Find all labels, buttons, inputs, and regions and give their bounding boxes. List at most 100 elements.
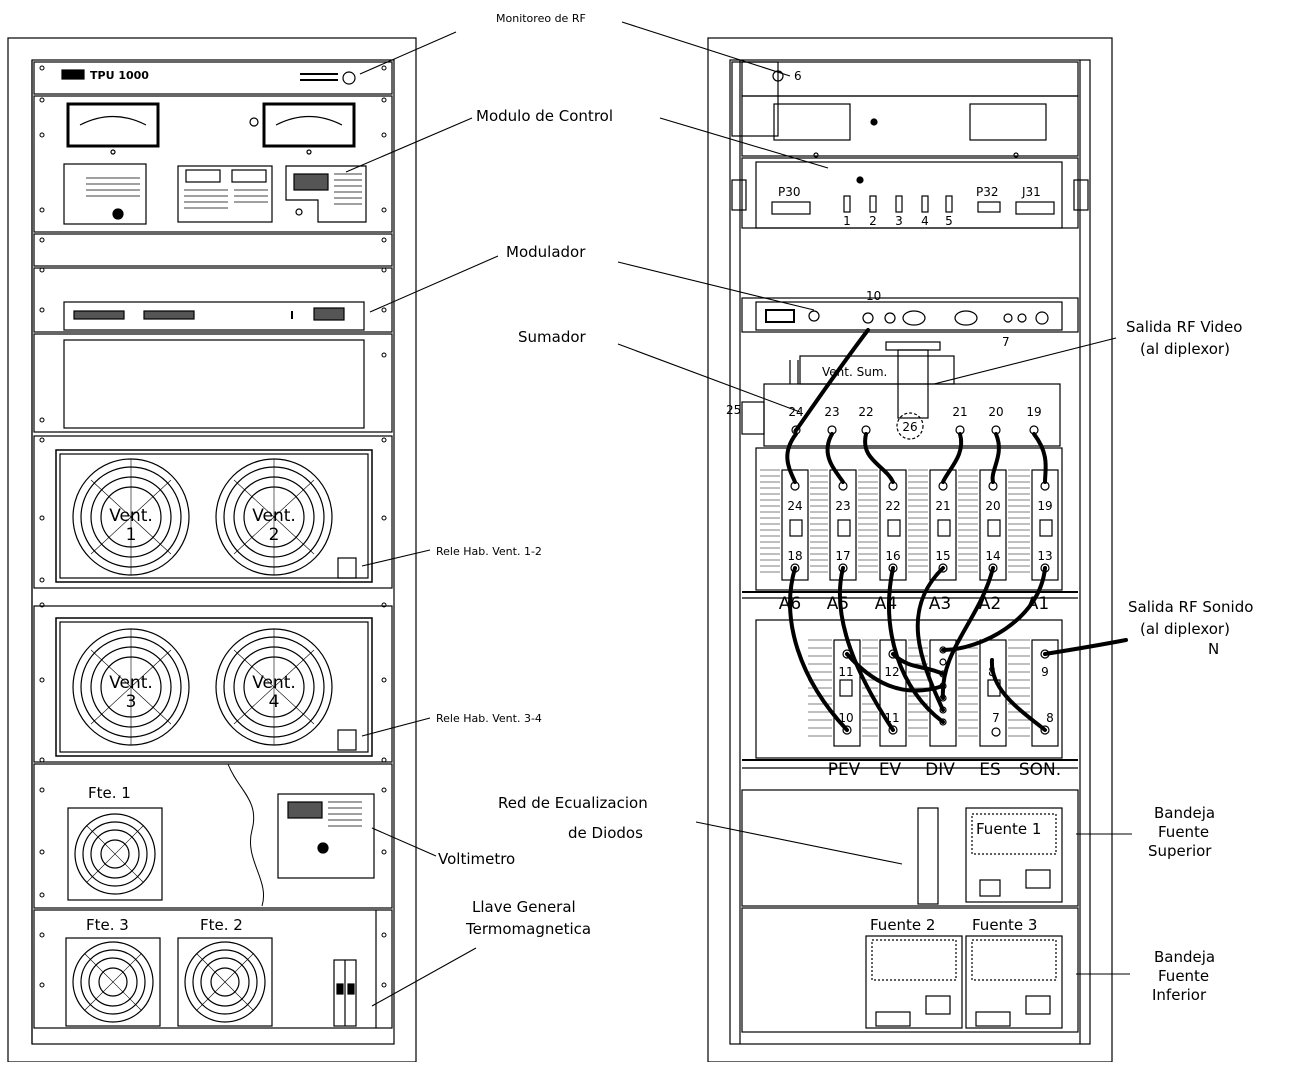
- combiner-port-20: 20: [988, 405, 1003, 419]
- psu-1-label: Fte. 1: [88, 784, 131, 802]
- low-name-ev: EV: [879, 760, 902, 780]
- leader-lines: [345, 21, 1132, 1007]
- callout-rf-monitor: Monitoreo de RF: [496, 12, 586, 25]
- psu-3-label: Fte. 3: [86, 916, 129, 934]
- amp-bottom-16: 16: [885, 549, 900, 563]
- callouts: Monitoreo de RF Modulo de Control Modula…: [436, 12, 1253, 1004]
- fan-1-label: Vent.: [109, 506, 153, 526]
- fan-1-number: 1: [126, 525, 137, 545]
- port-25-label: 25: [726, 403, 741, 417]
- transmitter-logo: TPU 1000: [90, 69, 149, 82]
- low-bottom-7: 7: [992, 711, 1000, 725]
- amp-top-21: 21: [935, 499, 950, 513]
- callout-rf-sound-1: Salida RF Sonido: [1128, 598, 1253, 616]
- psu-2-fan: [177, 937, 273, 1027]
- callout-rf-sound-3: N: [1208, 640, 1219, 658]
- slot-4: 4: [921, 214, 929, 228]
- amp-top-22: 22: [885, 499, 900, 513]
- callout-psu-lower-2: Fuente: [1158, 967, 1209, 985]
- fan-2-number: 2: [269, 525, 280, 545]
- callout-psu-lower-1: Bandeja: [1154, 948, 1215, 966]
- low-top-11: 11: [838, 665, 853, 679]
- callout-combiner: Sumador: [518, 328, 587, 346]
- port-26-label: 26: [902, 420, 917, 434]
- callout-breaker-2: Termomagnetica: [465, 920, 591, 938]
- amp-name-a1: A1: [1027, 594, 1049, 614]
- low-bottom-10: 10: [838, 711, 853, 725]
- low-top-9: 9: [1041, 665, 1049, 679]
- fan-3-number: 3: [126, 692, 137, 712]
- low-name-pev: PEV: [828, 760, 861, 780]
- callout-rf-video-1: Salida RF Video: [1126, 318, 1242, 336]
- combiner-port-23: 23: [824, 405, 839, 419]
- rear-cabinet: 6 P30 1 2 3 4 5 P32 J31 10: [707, 37, 1128, 1063]
- amp-name-a5: A5: [827, 594, 849, 614]
- psu-2-label: Fte. 2: [200, 916, 243, 934]
- rear-psu-3-label: Fuente 3: [972, 916, 1037, 934]
- combiner-port-24: 24: [788, 405, 803, 419]
- combiner-port-22: 22: [858, 405, 873, 419]
- low-name-div: DIV: [925, 760, 955, 780]
- rear-psu-2-label: Fuente 2: [870, 916, 935, 934]
- amp-name-a2: A2: [979, 594, 1001, 614]
- amp-bottom-18: 18: [787, 549, 802, 563]
- voltmeter-panel: [277, 793, 375, 879]
- callout-breaker-1: Llave General: [472, 898, 576, 916]
- port-7-label: 7: [1002, 335, 1010, 349]
- control-slots: 1 2 3 4 5: [843, 195, 953, 228]
- fan-3-label: Vent.: [109, 673, 153, 693]
- psu-3-fan: [65, 937, 161, 1027]
- rear-psu-1-label: Fuente 1: [976, 820, 1041, 838]
- callout-voltmeter: Voltimetro: [438, 850, 515, 868]
- fan-4: Vent. 4: [215, 628, 333, 746]
- low-bottom-8: 8: [1046, 711, 1054, 725]
- low-top-12: 12: [884, 665, 899, 679]
- callout-rf-video-2: (al diplexor): [1140, 340, 1230, 358]
- callout-relay-12: Rele Hab. Vent. 1-2: [436, 545, 542, 558]
- amp-bottom-13: 13: [1037, 549, 1052, 563]
- callout-psu-upper-2: Fuente: [1158, 823, 1209, 841]
- callout-psu-lower-3: Inferior: [1152, 986, 1207, 1004]
- amp-name-a3: A3: [929, 594, 951, 614]
- callout-relay-34: Rele Hab. Vent. 3-4: [436, 712, 542, 725]
- callout-modulator: Modulador: [506, 243, 586, 261]
- fan-3: Vent. 3: [72, 628, 190, 746]
- callout-diode-eq-1: Red de Ecualizacion: [498, 794, 648, 812]
- callout-psu-upper-3: Superior: [1148, 842, 1212, 860]
- slot-1: 1: [843, 214, 851, 228]
- fan-2-label: Vent.: [252, 506, 296, 526]
- amp-bottom-14: 14: [985, 549, 1000, 563]
- front-cabinet: TPU 1000: [7, 37, 417, 1063]
- callout-control-module: Modulo de Control: [476, 107, 613, 125]
- amp-bottom-15: 15: [935, 549, 950, 563]
- amp-top-19: 19: [1037, 499, 1052, 513]
- slot-5: 5: [945, 214, 953, 228]
- amp-top-24: 24: [787, 499, 802, 513]
- port-10-label: 10: [866, 289, 881, 303]
- fan-2: Vent. 2: [215, 458, 333, 576]
- low-name-son: SON.: [1019, 760, 1061, 780]
- callout-diode-eq-2: de Diodos: [568, 824, 643, 842]
- slot-2: 2: [869, 214, 877, 228]
- port-6-label: 6: [794, 69, 802, 83]
- fan-4-label: Vent.: [252, 673, 296, 693]
- main-breaker: [333, 959, 357, 1027]
- low-name-es: ES: [979, 760, 1001, 780]
- combiner-port-19: 19: [1026, 405, 1041, 419]
- coax-cables: [785, 328, 1128, 732]
- amp-top-23: 23: [835, 499, 850, 513]
- callout-psu-upper-1: Bandeja: [1154, 804, 1215, 822]
- fan-1: Vent. 1: [72, 458, 190, 576]
- j31-label: J31: [1021, 185, 1041, 199]
- amp-name-a4: A4: [875, 594, 897, 614]
- amp-bottom-17: 17: [835, 549, 850, 563]
- callout-rf-sound-2: (al diplexor): [1140, 620, 1230, 638]
- combiner-port-21: 21: [952, 405, 967, 419]
- fan-4-number: 4: [269, 692, 280, 712]
- p32-label: P32: [976, 185, 999, 199]
- psu-1-fan: [67, 807, 163, 901]
- p30-label: P30: [778, 185, 801, 199]
- amp-top-20: 20: [985, 499, 1000, 513]
- slot-3: 3: [895, 214, 903, 228]
